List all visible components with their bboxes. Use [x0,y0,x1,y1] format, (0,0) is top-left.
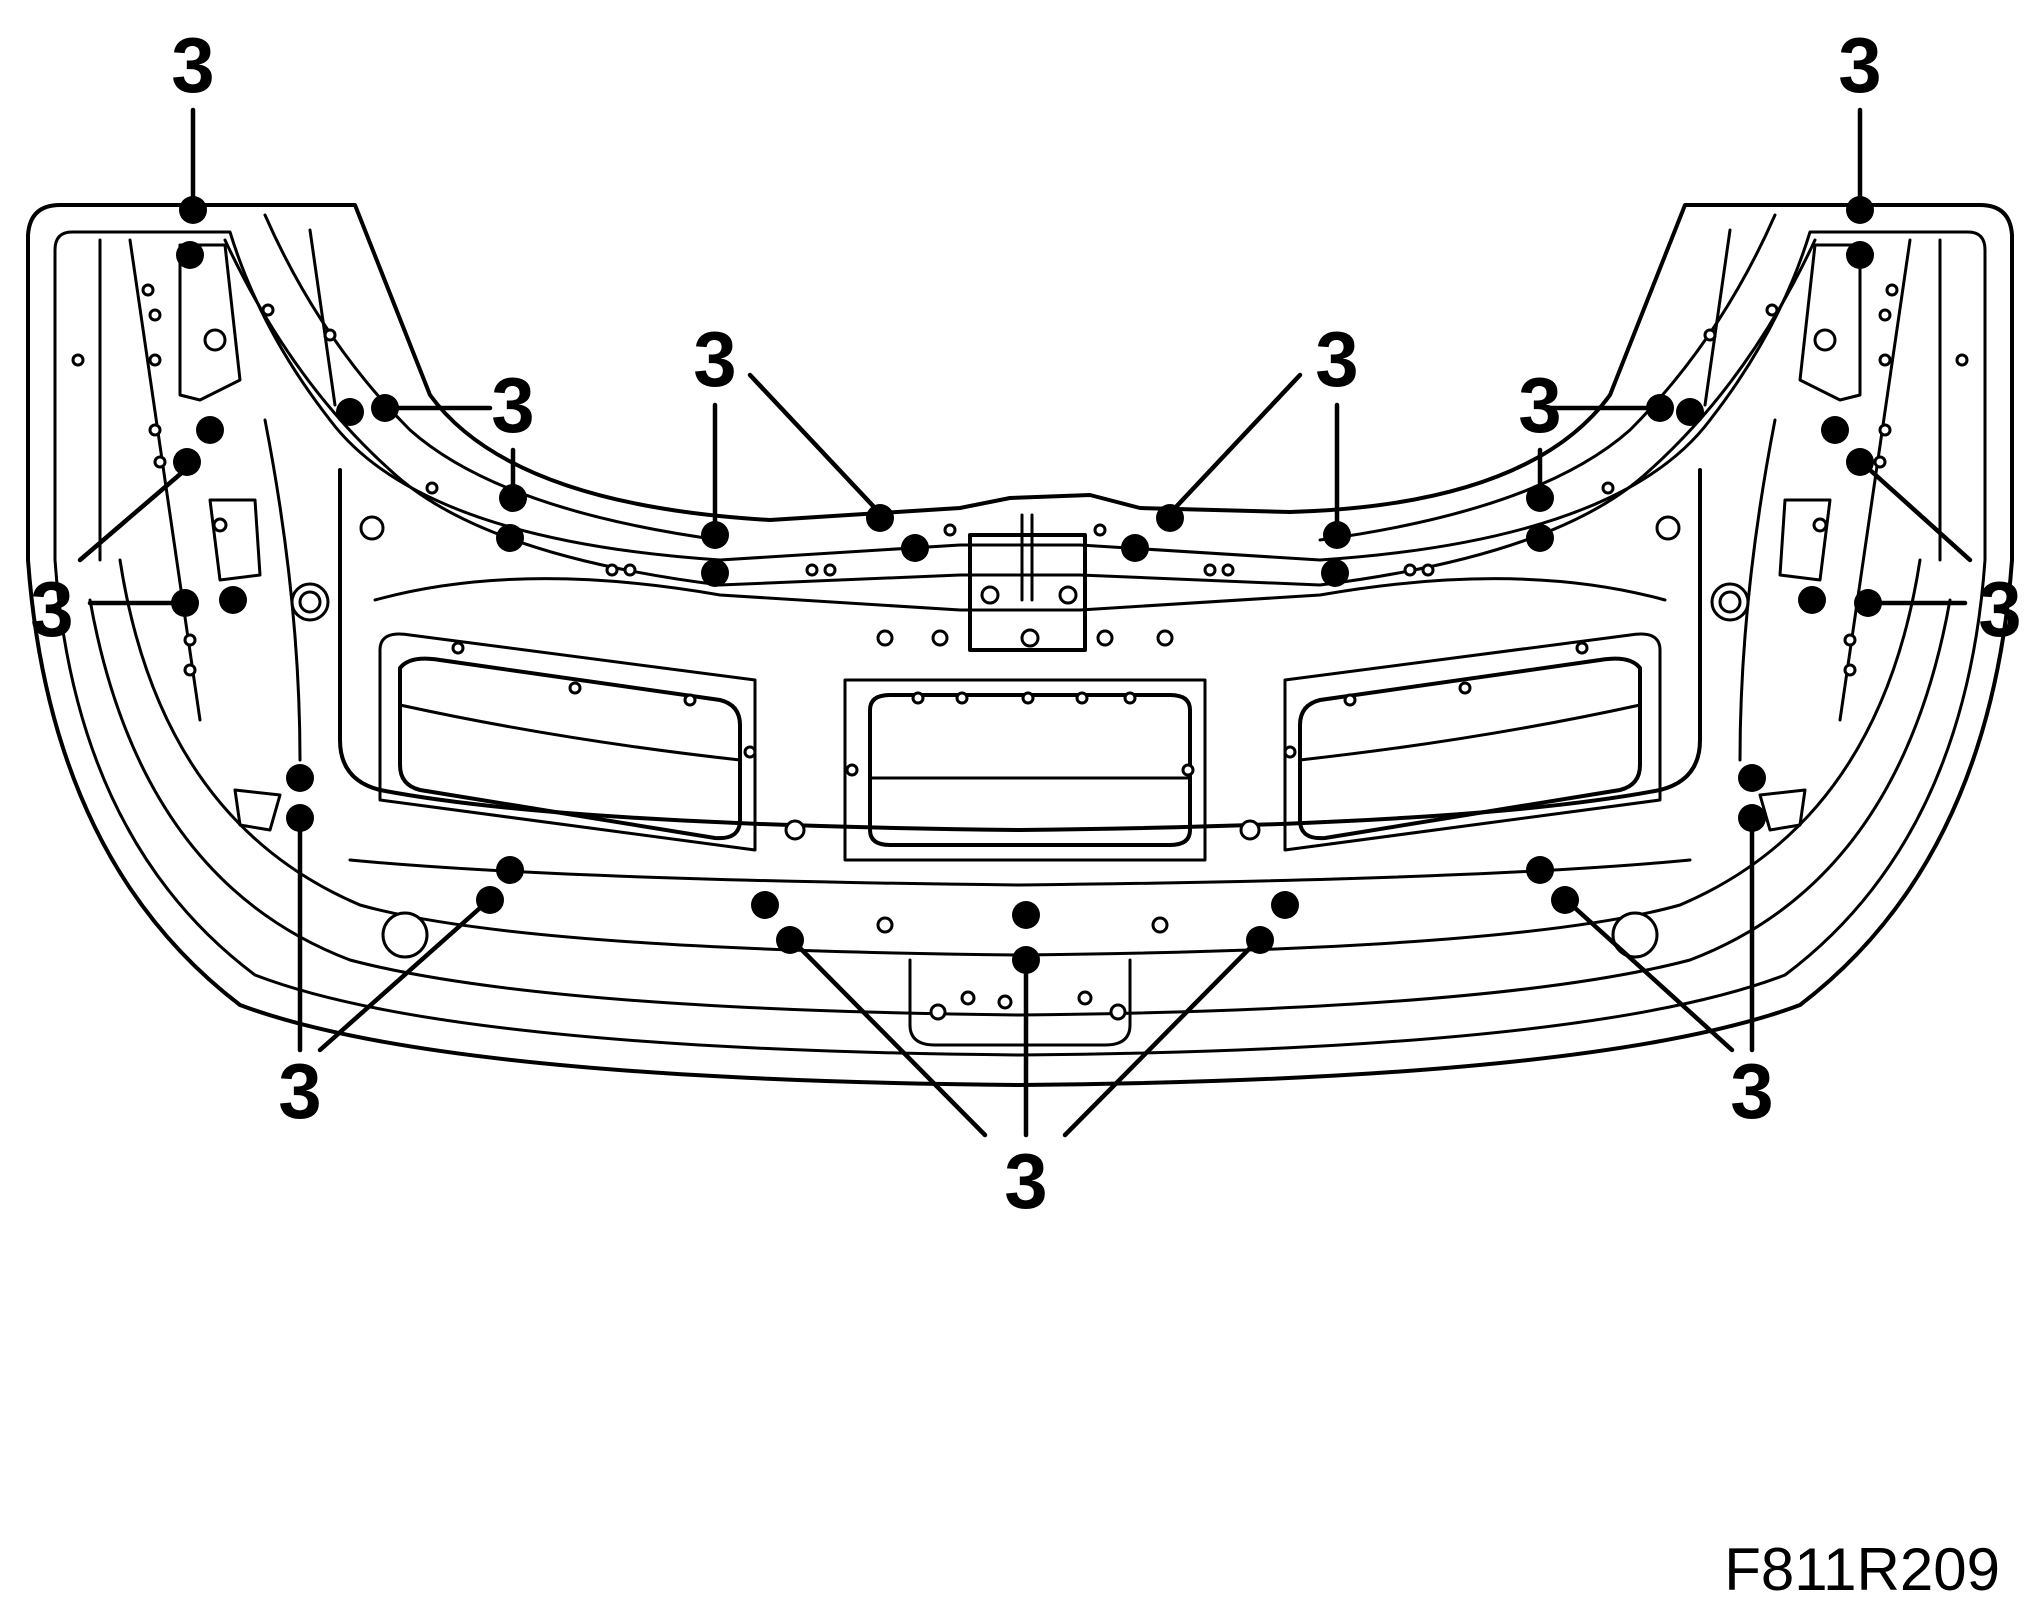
fastener-spot [1846,448,1874,476]
fastener-spot [496,856,524,884]
fastener-spot [179,196,207,224]
leader-line [317,905,483,1053]
fastener-spot [701,521,729,549]
leader-line [1172,372,1303,511]
fastener-spot [1323,521,1351,549]
callout-label: 3 [491,361,534,449]
fastener-spot [1526,856,1554,884]
leader-line [1867,467,1973,563]
callout-label: 3 [1978,565,2021,653]
fastener-spot [496,524,524,552]
fastener-spot [196,416,224,444]
fastener-spot [701,559,729,587]
fastener-spot [776,926,804,954]
callout-label: 3 [30,565,73,653]
tray-openings [378,632,1662,862]
fastener-spot [1526,484,1554,512]
fastener-spot [1012,946,1040,974]
fastener-spot [1646,394,1674,422]
fastener-spot [1854,589,1882,617]
left-opening [398,656,742,841]
fastener-spot [499,484,527,512]
callout-label: 3 [278,1047,321,1135]
callout-labels: 3 3 3 3 3 3 3 3 3 3 3 [30,21,2021,1225]
leader-line [1062,945,1253,1138]
fastener-spot [1526,524,1554,552]
fastener-spot [336,398,364,426]
fastener-spot [1121,534,1149,562]
figure-id: F811R209 [1724,1536,2000,1603]
fastener-spot [171,589,199,617]
callout-label: 3 [693,315,736,403]
fastener-spot [1246,926,1274,954]
callout-label: 3 [1838,21,1881,109]
callout-label: 3 [171,21,214,109]
fastener-spot [1676,398,1704,426]
fastener-spot [1821,416,1849,444]
leader-line [1572,905,1735,1053]
leader-lines [77,107,1973,1138]
fastener-spot [176,241,204,269]
panel-holes [71,283,1969,1021]
fastener-spot [1738,804,1766,832]
fastener-spot [173,448,201,476]
fastener-spot [286,764,314,792]
centre-opening [868,693,1192,847]
callout-label: 3 [1315,315,1358,403]
fastener-spot [751,891,779,919]
leader-line [797,945,988,1138]
callout-label: 3 [1518,361,1561,449]
leader-line [747,372,878,511]
fastener-spot [1321,559,1349,587]
callout-label: 3 [1730,1047,1773,1135]
fastener-spot [371,394,399,422]
fastener-spot [1846,241,1874,269]
right-opening [1298,656,1642,841]
callout-label: 3 [1004,1137,1047,1225]
fastener-spot [286,804,314,832]
fastener-spot [901,534,929,562]
leader-line [77,467,188,563]
fastener-spot [1738,764,1766,792]
fastener-spot [866,504,894,532]
fastener-spot [1798,586,1826,614]
fastener-spots [171,196,1882,974]
fastener-spot [1271,891,1299,919]
fastener-spot [1012,901,1040,929]
fastener-spot [476,886,504,914]
fastener-spot [1551,886,1579,914]
fastener-spot [1846,196,1874,224]
fastener-spot [1156,504,1184,532]
fastener-spot [219,586,247,614]
